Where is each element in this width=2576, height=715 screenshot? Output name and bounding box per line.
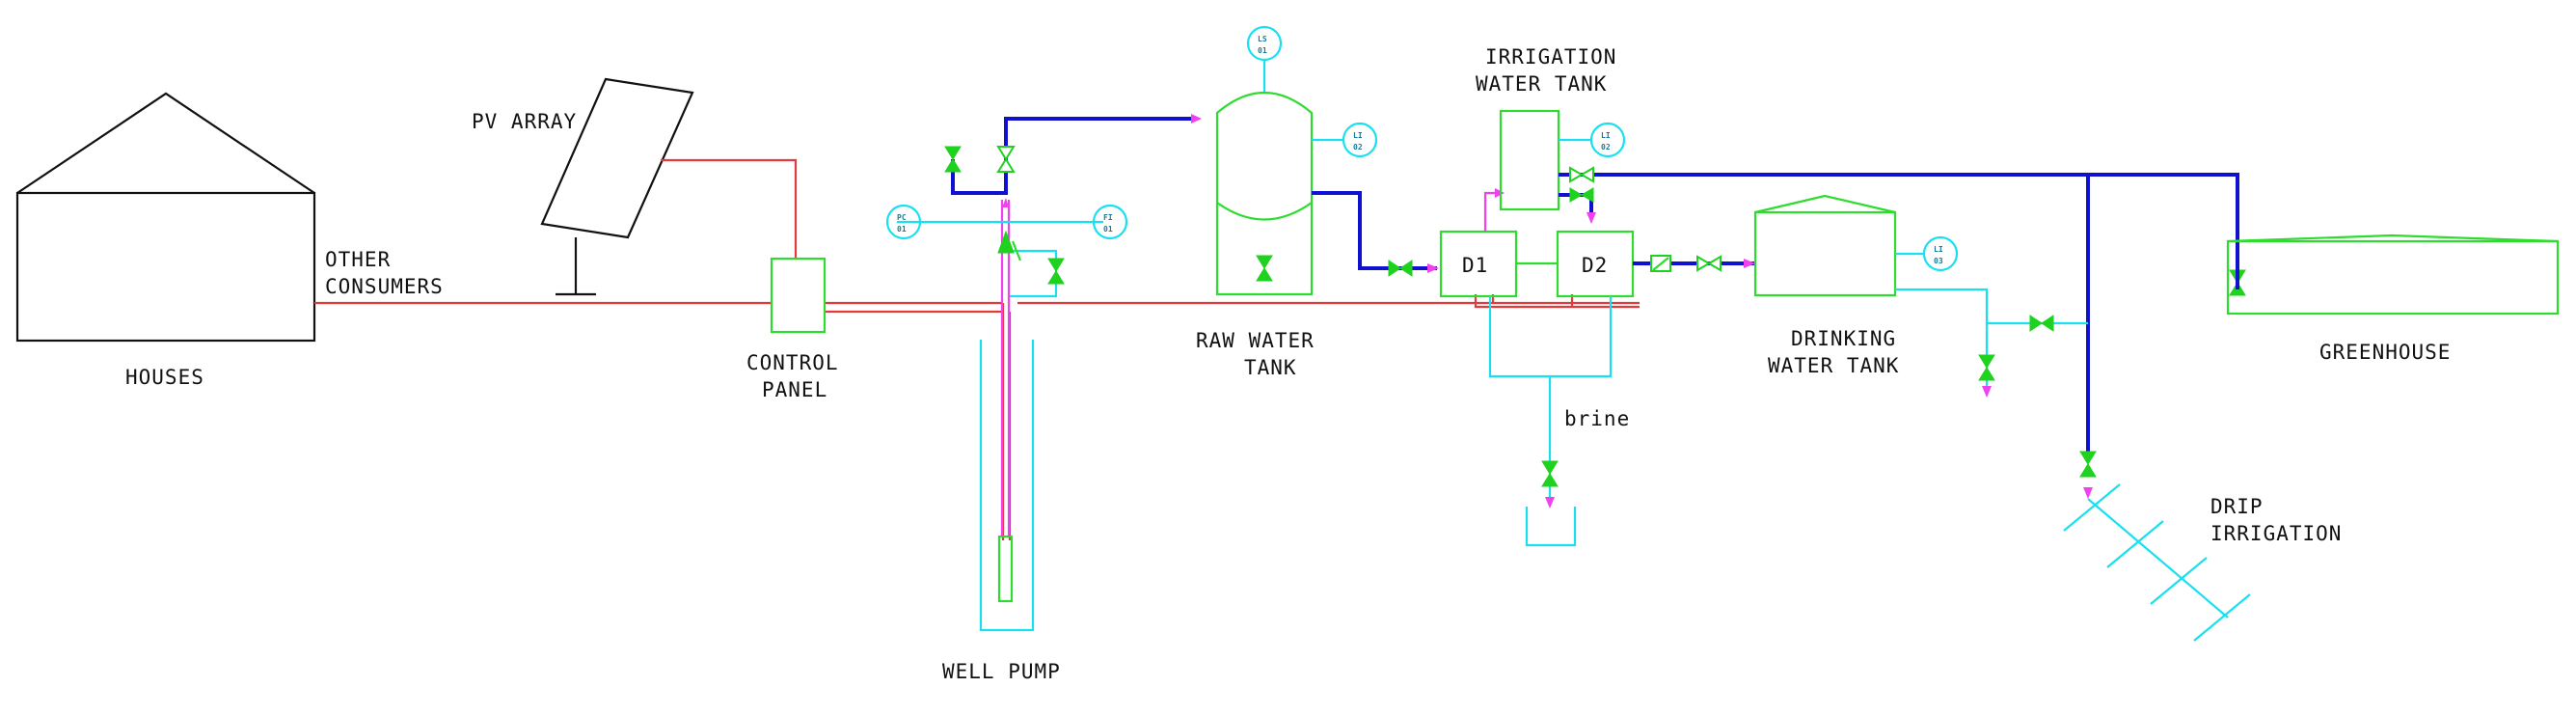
brine-valve-icon xyxy=(1541,460,1559,487)
header-valve-icon xyxy=(1569,166,1594,183)
drain-valve-icon xyxy=(1256,255,1273,282)
flow-arrow-icon xyxy=(1002,198,1009,207)
control-panel-label-line2: PANEL xyxy=(762,378,827,401)
brine-piping: brine xyxy=(1488,296,1630,547)
pv-array: PV ARRAY xyxy=(472,77,694,296)
raw-tank-outlet-valve-icon xyxy=(1388,260,1413,277)
other-consumers-label-line1: OTHER xyxy=(325,248,391,271)
check-valve-icon xyxy=(997,230,1015,254)
raw-water-tank-label-line1: RAW WATER xyxy=(1196,329,1315,352)
svg-text:02: 02 xyxy=(1601,143,1611,151)
svg-text:PC: PC xyxy=(897,213,907,222)
drinking-tank-label-line1: DRINKING xyxy=(1791,327,1896,350)
greenhouse: GREENHOUSE xyxy=(2226,234,2560,364)
irrigation-tank-label-line2: WATER TANK xyxy=(1476,72,1607,96)
instrument-ls01: LS 01 xyxy=(1246,25,1283,62)
houses-label: HOUSES xyxy=(125,366,204,389)
well-pump xyxy=(979,200,1035,632)
well-head-piping xyxy=(897,117,1191,298)
flow-arrow-icon xyxy=(1586,212,1596,224)
pv-array-label: PV ARRAY xyxy=(472,110,577,133)
flow-arrow-icon xyxy=(2083,487,2093,499)
brine-label: brine xyxy=(1564,407,1630,430)
drinking-tank-label-line2: WATER TANK xyxy=(1768,354,1899,377)
well-valves xyxy=(944,114,1202,285)
instrument-li02: LI 02 xyxy=(1342,122,1378,158)
unit-d1: D1 xyxy=(1439,230,1518,298)
control-panel: CONTROL PANEL xyxy=(746,257,839,401)
gate-valve-icon xyxy=(1047,258,1065,285)
raw-water-tank: RAW WATER TANK xyxy=(1196,92,1315,379)
irrigation-tank-label-line1: IRRIGATION xyxy=(1485,45,1616,69)
raw-water-tank-label-line2: TANK xyxy=(1244,356,1297,379)
drinking-inlet-valve-icon xyxy=(1696,255,1722,272)
unit-d2: D2 xyxy=(1556,230,1635,298)
svg-text:LI: LI xyxy=(1934,245,1943,254)
flow-arrow-icon xyxy=(1545,497,1555,509)
svg-text:FI: FI xyxy=(1103,213,1113,222)
instrument-pc01: PC 01 xyxy=(885,204,922,240)
gate-valve-icon xyxy=(944,146,962,173)
svg-text:LI: LI xyxy=(1601,131,1611,140)
svg-text:LS: LS xyxy=(1258,35,1267,43)
flow-arrow-icon xyxy=(1982,386,1992,398)
houses: HOUSES xyxy=(15,92,316,389)
control-panel-label-line1: CONTROL xyxy=(746,351,839,374)
svg-text:02: 02 xyxy=(1353,143,1363,151)
greenhouse-label: GREENHOUSE xyxy=(2319,341,2451,364)
gate-valve-icon xyxy=(996,146,1016,173)
d1-label: D1 xyxy=(1462,254,1488,277)
flow-arrow-icon xyxy=(1427,263,1439,273)
drinking-outlet-valve-icon xyxy=(2029,315,2054,332)
check-valve-icon xyxy=(1650,255,1671,272)
svg-text:01: 01 xyxy=(897,225,907,234)
other-consumers: OTHER CONSUMERS xyxy=(325,248,444,298)
flow-arrow-icon xyxy=(1191,114,1202,124)
svg-text:03: 03 xyxy=(1934,257,1943,265)
drip-valve-icon xyxy=(2079,451,2097,478)
instrument-li02-irrigation: LI 02 xyxy=(1589,122,1626,158)
drip-irrigation-label-line2: IRRIGATION xyxy=(2210,522,2342,545)
power-lines xyxy=(314,158,1640,540)
drinking-tap-valve-icon xyxy=(1978,354,1995,381)
d2-label: D2 xyxy=(1582,254,1608,277)
well-pump-label-text: WELL PUMP xyxy=(942,660,1061,683)
flow-arrow-icon xyxy=(1744,259,1755,268)
instrument-li03: LI 03 xyxy=(1922,235,1959,272)
drip-irrigation: DRIP IRRIGATION xyxy=(2063,451,2342,642)
other-consumers-label-line2: CONSUMERS xyxy=(325,275,444,298)
svg-text:01: 01 xyxy=(1258,46,1267,55)
instrument-fi01: FI 01 xyxy=(1092,204,1128,240)
irrigation-water-tank: IRRIGATION WATER TANK xyxy=(1476,45,1616,211)
svg-text:01: 01 xyxy=(1103,225,1113,234)
drip-irrigation-label-line1: DRIP xyxy=(2210,495,2264,518)
drinking-water-tank: DRINKING WATER TANK xyxy=(1753,194,1899,377)
irrigation-valve-icon xyxy=(1569,187,1594,203)
svg-text:LI: LI xyxy=(1353,131,1363,140)
